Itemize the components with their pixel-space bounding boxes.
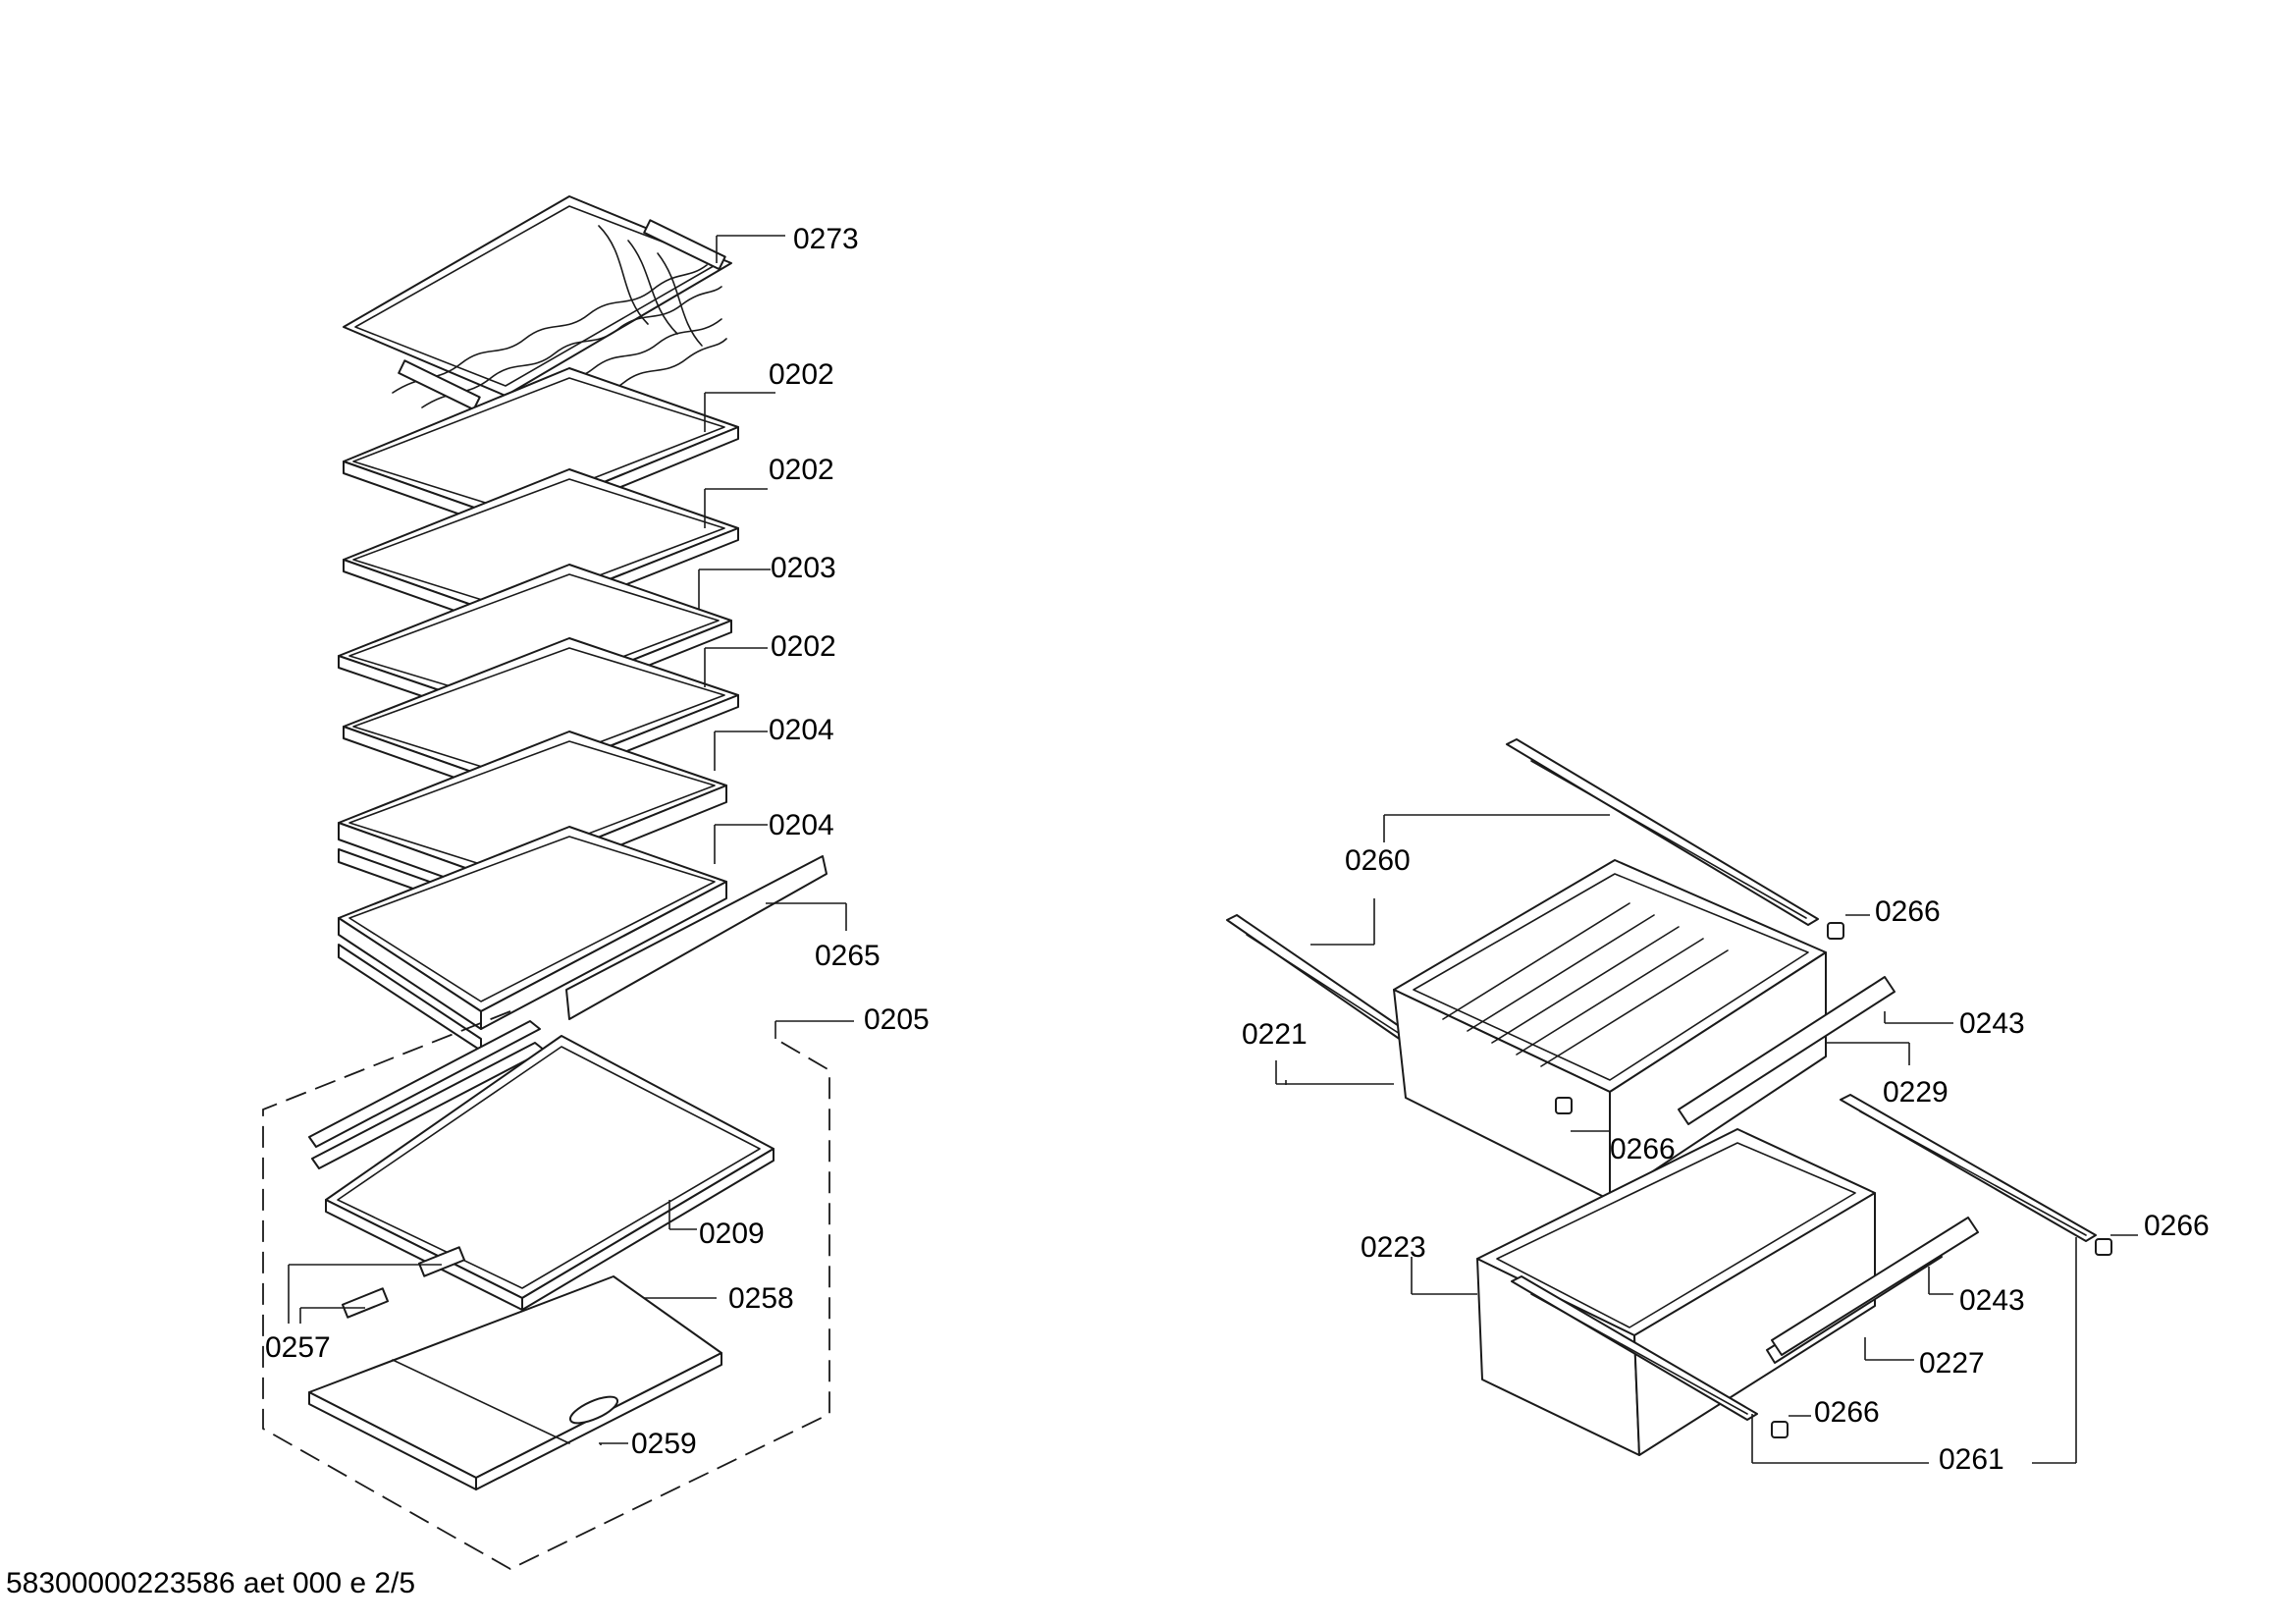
callout-0202-a: 0202	[769, 358, 834, 391]
callout-0243-a: 0243	[1959, 1007, 2025, 1040]
callout-0265: 0265	[815, 940, 881, 972]
rail-0260	[1383, 738, 1819, 926]
stop-0266-a	[1827, 914, 1870, 940]
glass-shelf-0209	[308, 1020, 774, 1311]
stop-0266-d	[1771, 1415, 1811, 1438]
callout-0204-b: 0204	[769, 809, 834, 841]
callout-0202-c: 0202	[771, 630, 836, 663]
callout-0261: 0261	[1939, 1443, 2004, 1476]
callout-0229: 0229	[1883, 1076, 1949, 1109]
callout-0266-d: 0266	[1814, 1396, 1880, 1429]
callout-0209: 0209	[699, 1218, 765, 1250]
stop-0266-b	[1555, 1097, 1610, 1132]
cover-0259	[308, 1275, 722, 1490]
callout-0266-c: 0266	[2144, 1210, 2210, 1242]
callout-0227: 0227	[1919, 1347, 1985, 1380]
shelf-assembly-boundary-0205	[262, 1010, 854, 1571]
callout-0260: 0260	[1345, 844, 1411, 877]
callout-0258: 0258	[728, 1282, 794, 1315]
drawer-0223	[1411, 1128, 1876, 1456]
front-strip-0265	[565, 855, 847, 1020]
handle-0243-a	[1678, 976, 1953, 1125]
clips-0257	[288, 1246, 466, 1324]
callout-0266-b: 0266	[1610, 1133, 1676, 1165]
callout-0259: 0259	[631, 1428, 697, 1460]
callout-0273: 0273	[793, 223, 859, 255]
document-reference-code: 58300000223586 aet 000 e 2/5	[6, 1567, 416, 1599]
callout-0243-b: 0243	[1959, 1284, 2025, 1317]
handle-0243-b	[1771, 1217, 1979, 1356]
callout-0223: 0223	[1361, 1231, 1426, 1264]
callout-0221: 0221	[1242, 1018, 1308, 1051]
shelf-0204-b	[338, 824, 768, 1052]
callout-0205: 0205	[864, 1003, 930, 1036]
callout-0203: 0203	[771, 552, 836, 584]
callout-0257: 0257	[265, 1331, 331, 1364]
rail-0261	[1511, 1094, 2097, 1464]
callout-0202-b: 0202	[769, 454, 834, 486]
callout-0266-a: 0266	[1875, 895, 1941, 928]
callout-0204-a: 0204	[769, 714, 834, 746]
stop-0266-c	[2095, 1234, 2138, 1256]
